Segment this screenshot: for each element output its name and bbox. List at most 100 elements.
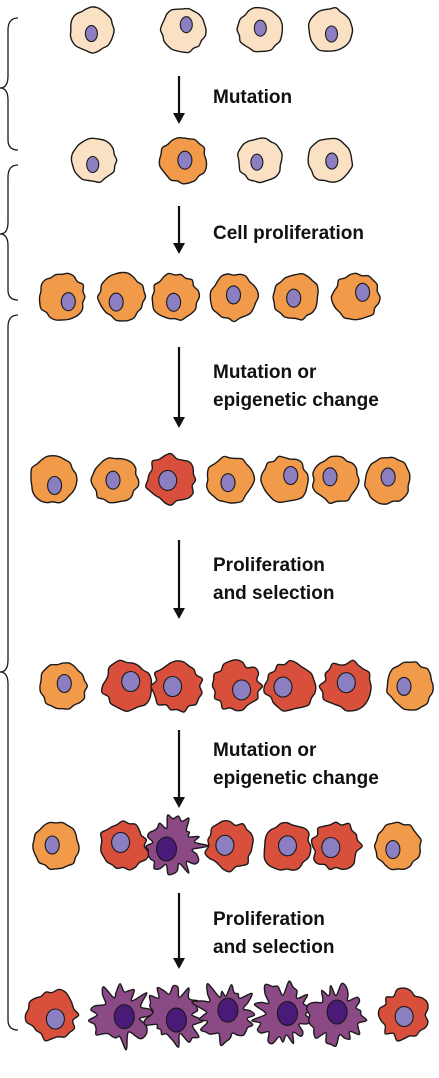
cell-red xyxy=(204,820,254,873)
cell-mutant xyxy=(90,457,140,504)
cell-nucleus xyxy=(273,676,293,698)
cell-nucleus xyxy=(326,999,348,1025)
cell-mutant xyxy=(205,455,256,504)
cell-malignant xyxy=(145,814,209,876)
arrow-head xyxy=(173,958,185,969)
cell-nucleus xyxy=(253,19,267,37)
cell-nucleus xyxy=(277,835,298,857)
cell-nucleus xyxy=(56,673,72,694)
cell-body xyxy=(330,272,381,321)
cell-nucleus xyxy=(60,292,76,312)
cell-red xyxy=(310,821,363,871)
cell-normal xyxy=(236,6,284,53)
cell-normal xyxy=(159,7,207,54)
step-label: and selection xyxy=(213,937,334,958)
cell-nucleus xyxy=(113,1004,135,1030)
cell-normal xyxy=(307,6,354,52)
down-arrow-icon xyxy=(173,347,185,428)
cell-mutant xyxy=(386,661,434,711)
cell-mutant xyxy=(330,272,381,321)
cell-nucleus xyxy=(155,836,178,862)
step-label: epigenetic change xyxy=(213,768,379,789)
cell-nucleus xyxy=(355,282,371,302)
cell-nucleus xyxy=(385,840,401,860)
cell-nucleus xyxy=(44,835,60,855)
cell-mutant xyxy=(30,455,78,504)
cell-nucleus xyxy=(217,997,239,1023)
cell-nucleus xyxy=(158,469,178,491)
cell-red xyxy=(24,988,80,1042)
cell-nucleus xyxy=(163,675,183,698)
cell-nucleus xyxy=(321,836,341,859)
cell-red xyxy=(100,820,150,871)
step-label: Proliferation xyxy=(213,555,325,576)
cell-malignant xyxy=(251,980,314,1045)
cell-nucleus xyxy=(86,155,100,174)
arrow-head xyxy=(173,113,185,124)
cell-nucleus xyxy=(225,285,242,305)
cell-mutant xyxy=(151,272,201,321)
cell-nucleus xyxy=(84,25,98,43)
cell-nucleus xyxy=(324,25,339,43)
bracket-top xyxy=(0,17,19,151)
cell-nucleus xyxy=(47,475,63,496)
down-arrow-icon xyxy=(173,893,185,969)
cell-red xyxy=(150,660,204,713)
cell-mutant xyxy=(39,662,88,710)
cell-red xyxy=(100,659,153,712)
cell-normal xyxy=(237,137,283,184)
cell-nucleus xyxy=(396,676,412,696)
step-label: and selection xyxy=(213,583,334,604)
cell-nucleus xyxy=(232,679,252,701)
cell-nucleus xyxy=(165,1007,187,1033)
cell-mutant xyxy=(260,455,309,504)
arrow-head xyxy=(173,243,185,254)
cell-nucleus xyxy=(111,831,131,853)
arrow-head xyxy=(173,608,185,619)
cell-red xyxy=(263,821,312,871)
cell-malignant xyxy=(87,983,154,1051)
cell-nucleus xyxy=(220,473,236,493)
cell-mutant xyxy=(272,272,319,321)
step-label: Mutation xyxy=(213,87,292,108)
arrow-head xyxy=(173,417,185,428)
down-arrow-icon xyxy=(173,730,185,808)
cell-red xyxy=(318,659,372,712)
step-label: Proliferation xyxy=(213,909,325,930)
cell-red xyxy=(145,452,197,506)
cell-nucleus xyxy=(108,292,124,312)
step-label: Cell proliferation xyxy=(213,223,364,244)
cell-nucleus xyxy=(45,1008,65,1030)
cell-mutant xyxy=(38,272,86,321)
down-arrow-icon xyxy=(173,540,185,619)
down-arrow-icon xyxy=(173,76,185,124)
bracket-bottom xyxy=(0,314,19,1031)
cell-mutant xyxy=(32,821,80,871)
cell-nucleus xyxy=(286,288,302,308)
cell-red xyxy=(211,659,264,712)
cell-nucleus xyxy=(215,834,235,856)
cell-nucleus xyxy=(166,292,182,312)
cell-nucleus xyxy=(121,670,141,693)
cell-nucleus xyxy=(380,467,396,487)
cell-mutant xyxy=(209,273,260,323)
cell-nucleus xyxy=(336,672,356,694)
cell-malignant xyxy=(306,982,368,1048)
bracket-middle xyxy=(0,164,19,301)
cell-group xyxy=(24,6,434,1051)
arrow-head xyxy=(173,797,185,808)
cell-normal xyxy=(307,137,354,183)
cell-red xyxy=(377,987,429,1042)
cell-normal xyxy=(70,137,118,184)
cell-mutant xyxy=(364,456,411,505)
step-label: Mutation or xyxy=(213,362,317,383)
cell-nucleus xyxy=(105,470,121,490)
cell-nucleus xyxy=(322,467,338,487)
cell-mutant xyxy=(96,271,147,322)
cell-nucleus xyxy=(250,153,264,171)
cell-nucleus xyxy=(325,152,339,170)
cell-red xyxy=(263,659,317,712)
cell-mutant xyxy=(311,455,360,505)
